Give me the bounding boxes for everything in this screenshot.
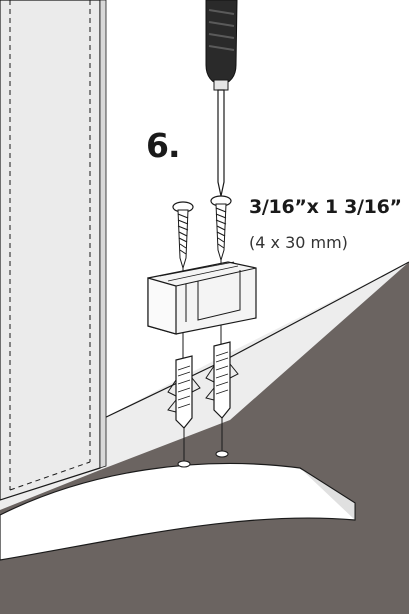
wall-plug-right — [205, 341, 239, 458]
screwdriver-handle-grip — [208, 9, 235, 51]
drill-hole-right — [215, 450, 229, 458]
screw-right-thread — [215, 203, 227, 262]
step-number: 6. — [146, 126, 180, 165]
bracket-slot — [175, 267, 257, 322]
wall-plug-left-body — [175, 355, 193, 429]
screwdriver-shaft — [217, 89, 225, 197]
threshold-ramp-edge — [299, 467, 356, 520]
wall-plug-right-ribs — [215, 351, 229, 395]
wall-plug-left-ribs — [177, 365, 191, 409]
wall-plug-right-body — [213, 341, 231, 419]
wall-plug-left-fins — [167, 377, 201, 413]
wall-plug-right-fins — [205, 363, 239, 401]
screw-size-metric: (4 x 30 mm) — [249, 233, 348, 252]
screw-right-thread-lines — [215, 207, 227, 249]
mounting-bracket — [147, 261, 257, 335]
screw-left-thread-lines — [177, 213, 189, 255]
screwdriver — [205, 0, 238, 197]
bracket-front — [147, 277, 177, 335]
screwdriver-collar — [213, 79, 229, 91]
panel-dashed-outline — [9, 0, 91, 490]
drill-hole-left — [177, 460, 191, 468]
panel-shadow — [99, 0, 107, 469]
glass-panel — [0, 0, 101, 501]
wall-plug-left — [167, 355, 201, 468]
bracket-top-slot — [159, 261, 239, 282]
screw-size-imperial: 3/16”x 1 3/16” — [249, 196, 402, 218]
